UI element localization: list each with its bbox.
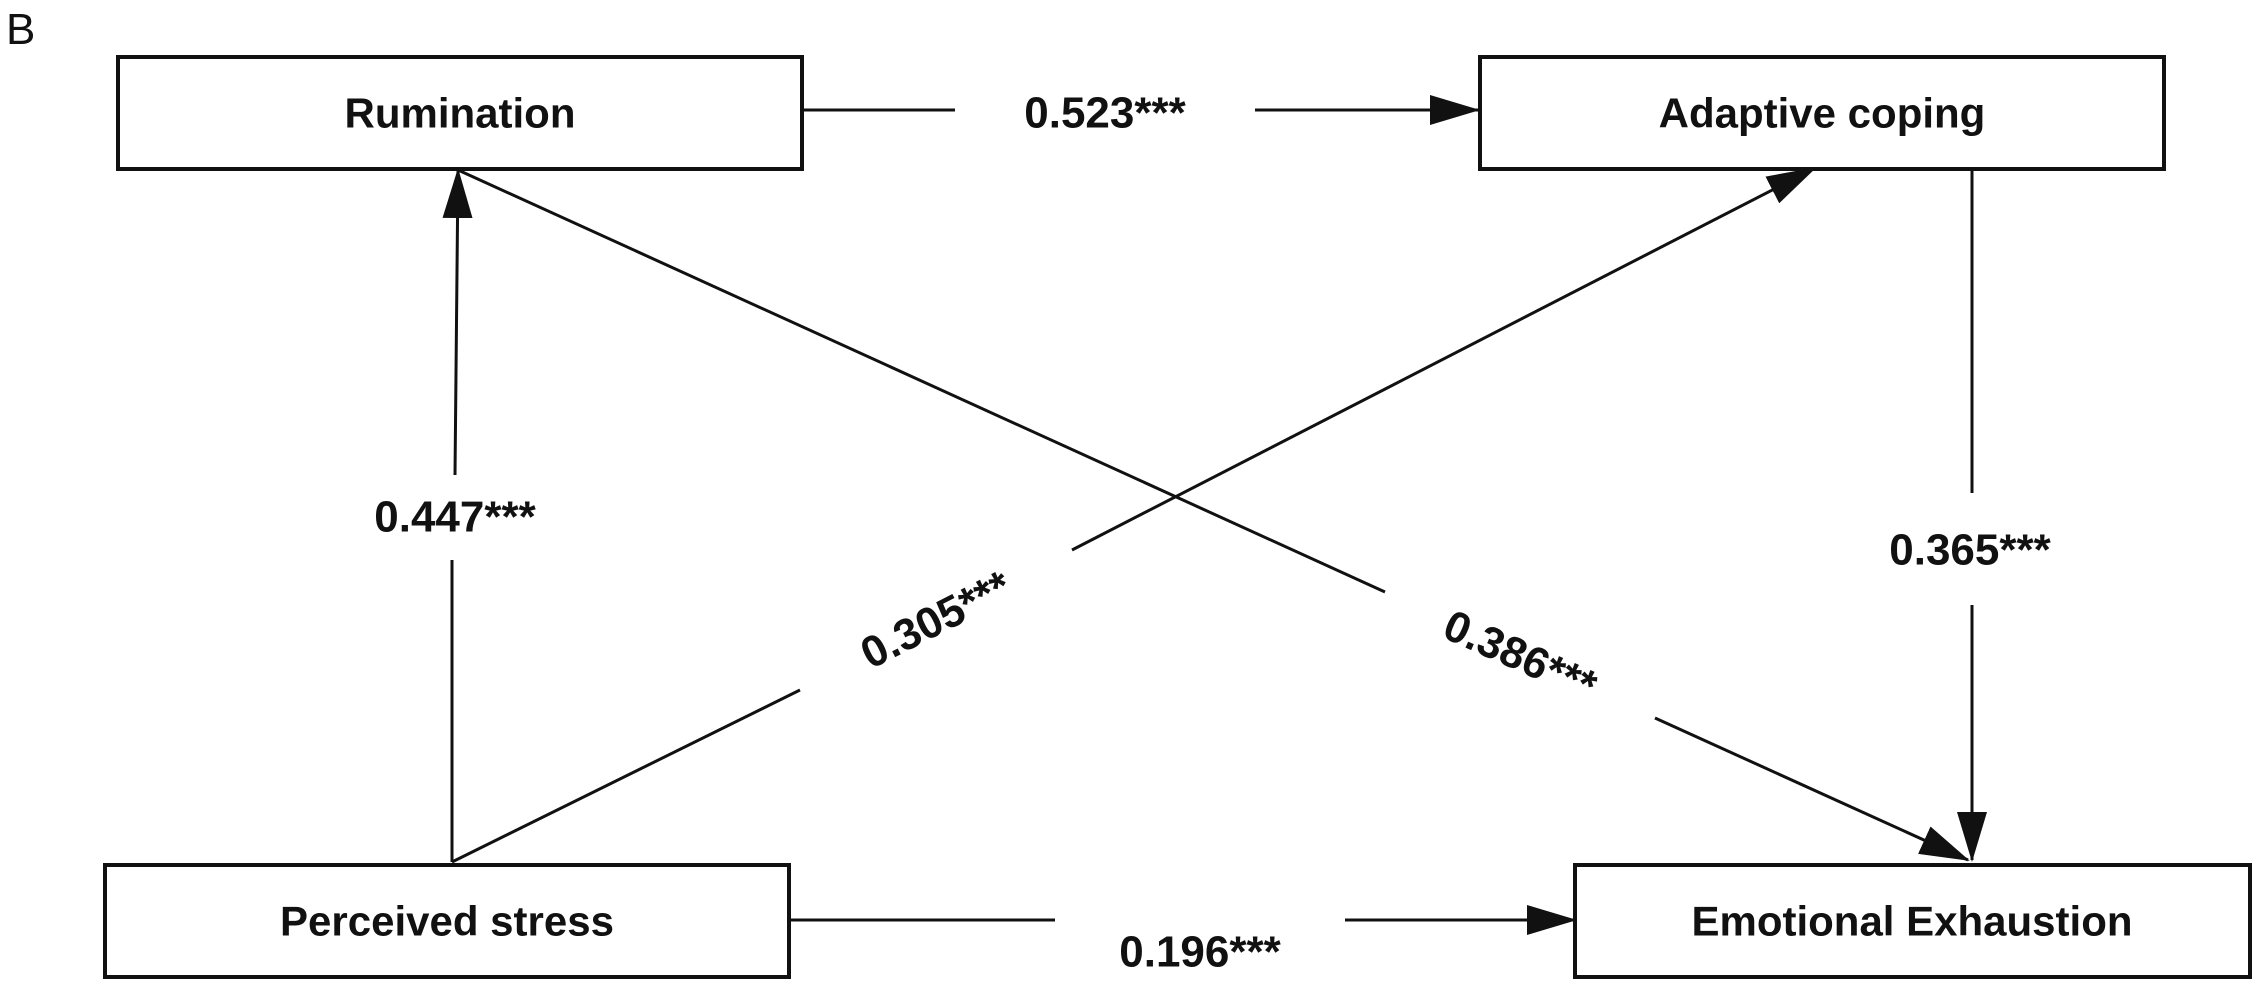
node-adaptive-coping-box — [1478, 55, 2166, 171]
coef-stress-to-rumination: 0.447*** — [374, 493, 536, 542]
node-rumination-label: Rumination — [345, 90, 576, 137]
path-lines — [442, 95, 1987, 935]
coef-coping-to-exhaustion: 0.365*** — [1889, 526, 2051, 575]
node-perceived-stress-label: Perceived stress — [280, 898, 614, 945]
path-line-stress-to-rumination-b — [442, 168, 473, 476]
path-line-stress-to-coping-a — [451, 688, 801, 864]
coef-rumination-to-exhaustion: 0.386*** — [1436, 601, 1604, 712]
node-emotional-exhaustion-box — [1573, 863, 2252, 979]
node-adaptive-coping-label: Adaptive coping — [1659, 90, 1986, 137]
coef-rumination-to-coping: 0.523*** — [1024, 89, 1186, 138]
path-line-stress-to-coping-b — [1071, 166, 1817, 552]
node-rumination-box — [116, 55, 804, 171]
node-adaptive-coping: Adaptive coping — [1478, 55, 2166, 171]
node-emotional-exhaustion-label: Emotional Exhaustion — [1691, 898, 2132, 945]
node-rumination: Rumination — [116, 55, 804, 171]
path-line-rumination-to-exhaustion-b — [1654, 716, 1970, 862]
coef-stress-to-coping: 0.305*** — [853, 561, 1020, 678]
node-perceived-stress: Perceived stress — [103, 863, 791, 979]
panel-label: B — [6, 5, 35, 54]
node-emotional-exhaustion: Emotional Exhaustion — [1573, 863, 2252, 979]
coef-stress-to-exhaustion: 0.196*** — [1119, 928, 1281, 977]
node-perceived-stress-box — [103, 863, 791, 979]
path-line-rumination-to-exhaustion-a — [457, 168, 1386, 594]
path-coefficients: 0.523*** 0.447*** 0.305*** 0.386*** 0.36… — [374, 89, 2051, 977]
